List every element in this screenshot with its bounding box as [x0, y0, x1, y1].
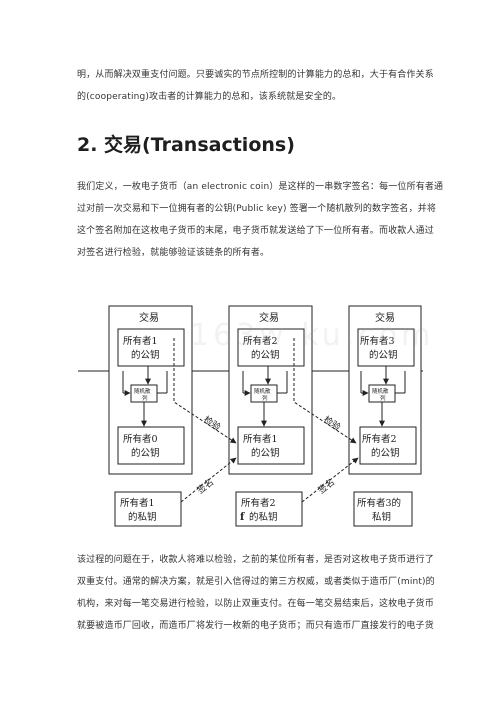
- prev-owner-pubkey-label: 所有者2: [362, 433, 397, 445]
- private-key-box-3: 所有者3的 私钥: [353, 491, 413, 527]
- prev-owner-pubkey-label: 的公钥: [371, 447, 400, 459]
- owner-pubkey-label: 的公钥: [131, 349, 160, 361]
- sign-arrow-2: [301, 457, 359, 503]
- owner-pubkey-label: 的公钥: [251, 349, 280, 361]
- transaction-box-1: 交易 所有者1 的公钥 随机散 列 所有者0 的公钥: [108, 305, 193, 475]
- transaction-title: 交易: [375, 311, 395, 324]
- hash-label: 随机散: [134, 387, 151, 395]
- private-key-box-2: 所有者2 的私钥 f: [235, 491, 303, 527]
- sign-label: 签名: [315, 476, 337, 497]
- private-key-label: 所有者1: [120, 497, 155, 509]
- sign-label: 签名: [194, 476, 216, 497]
- transaction-title: 交易: [259, 311, 279, 324]
- hash-label: 随机散: [254, 387, 271, 395]
- prev-owner-pubkey-label: 所有者1: [243, 433, 278, 445]
- private-key-label: 私钥: [372, 511, 391, 523]
- transaction-title: 交易: [139, 311, 159, 324]
- private-key-label: 所有者2: [241, 497, 276, 509]
- owner-pubkey-label: 的公钥: [369, 349, 398, 361]
- verify-arrow-2: [293, 338, 357, 444]
- verify-label: 检验: [201, 413, 223, 433]
- sign-arrow-1: [180, 457, 237, 503]
- owner-pubkey-label: 所有者3: [360, 335, 395, 347]
- private-key-label: 所有者3的: [357, 497, 401, 509]
- problem-paragraph: 该过程的问题在于，收款人将难以检验，之前的某位所有者，是否对这枚电子货币进行了 …: [77, 549, 435, 637]
- verify-arrow-1: [173, 338, 237, 444]
- problem-line: 机构，来对每一笔交易进行检验，以防止双重支付。在每一笔交易结束后，这枚电子货币: [77, 599, 434, 609]
- hash-label: 列: [262, 394, 268, 402]
- private-key-box-1: 所有者1 的私钥: [114, 491, 182, 527]
- definition-line: 过对前一次交易和下一位拥有者的公钥(Public key) 签署一个随机散列的数…: [77, 204, 437, 214]
- private-key-label: 的私钥: [128, 511, 157, 523]
- prev-owner-pubkey-label: 所有者0: [123, 433, 158, 445]
- hash-label: 随机散: [372, 387, 389, 395]
- stray-mark: f: [240, 512, 245, 523]
- watermark: 163w ku.com: [190, 318, 435, 353]
- section-title: 2. 交易(Transactions): [77, 134, 295, 156]
- intro-paragraph: 明，从而解决双重支付问题。只要诚实的节点所控制的计算能力的总和，大于有合作关系 …: [77, 64, 434, 108]
- owner-pubkey-label: 所有者1: [123, 335, 158, 347]
- transaction-box-2: 交易 所有者2 的公钥 随机散 列 所有者1 的公钥: [228, 305, 313, 475]
- problem-line: 就要被造币厂回收，而造币厂将发行一枚新的电子货币；而只有造币厂直接发行的电子货: [77, 621, 434, 631]
- problem-line: 该过程的问题在于，收款人将难以检验，之前的某位所有者，是否对这枚电子货币进行了: [77, 555, 434, 565]
- definition-line: 对签名进行检验，就能够验证该链条的所有者。: [77, 248, 270, 258]
- hash-label: 列: [142, 394, 148, 402]
- transaction-box-3: 交易 所有者3 的公钥 随机散 列 所有者2 的公钥: [348, 305, 422, 475]
- intro-line: 的(cooperating)攻击者的计算能力的总和，该系统就是安全的。: [77, 92, 342, 102]
- prev-owner-pubkey-label: 的公钥: [251, 447, 280, 459]
- owner-pubkey-label: 所有者2: [243, 335, 278, 347]
- hash-label: 列: [380, 394, 386, 402]
- transaction-chain-diagram: 交易 所有者1 的公钥 随机散 列 所有者0 的公钥 交易 所有者2 的公钥 随…: [78, 305, 423, 527]
- problem-line: 双重支付。通常的解决方案，就是引入信得过的第三方权威，或者类似于造币厂(mint…: [77, 577, 435, 587]
- verify-label: 检验: [321, 413, 343, 433]
- definition-line: 这个签名附加在这枚电子货币的末尾，电子货币就发送给了下一位所有者。而收款人通过: [77, 226, 434, 236]
- definition-paragraph: 我们定义，一枚电子货币（an electronic coin）是这样的一串数字签…: [77, 176, 444, 264]
- definition-line: 我们定义，一枚电子货币（an electronic coin）是这样的一串数字签…: [77, 182, 444, 192]
- intro-line: 明，从而解决双重支付问题。只要诚实的节点所控制的计算能力的总和，大于有合作关系: [77, 70, 434, 80]
- private-key-label: 的私钥: [249, 511, 278, 523]
- prev-owner-pubkey-label: 的公钥: [131, 447, 160, 459]
